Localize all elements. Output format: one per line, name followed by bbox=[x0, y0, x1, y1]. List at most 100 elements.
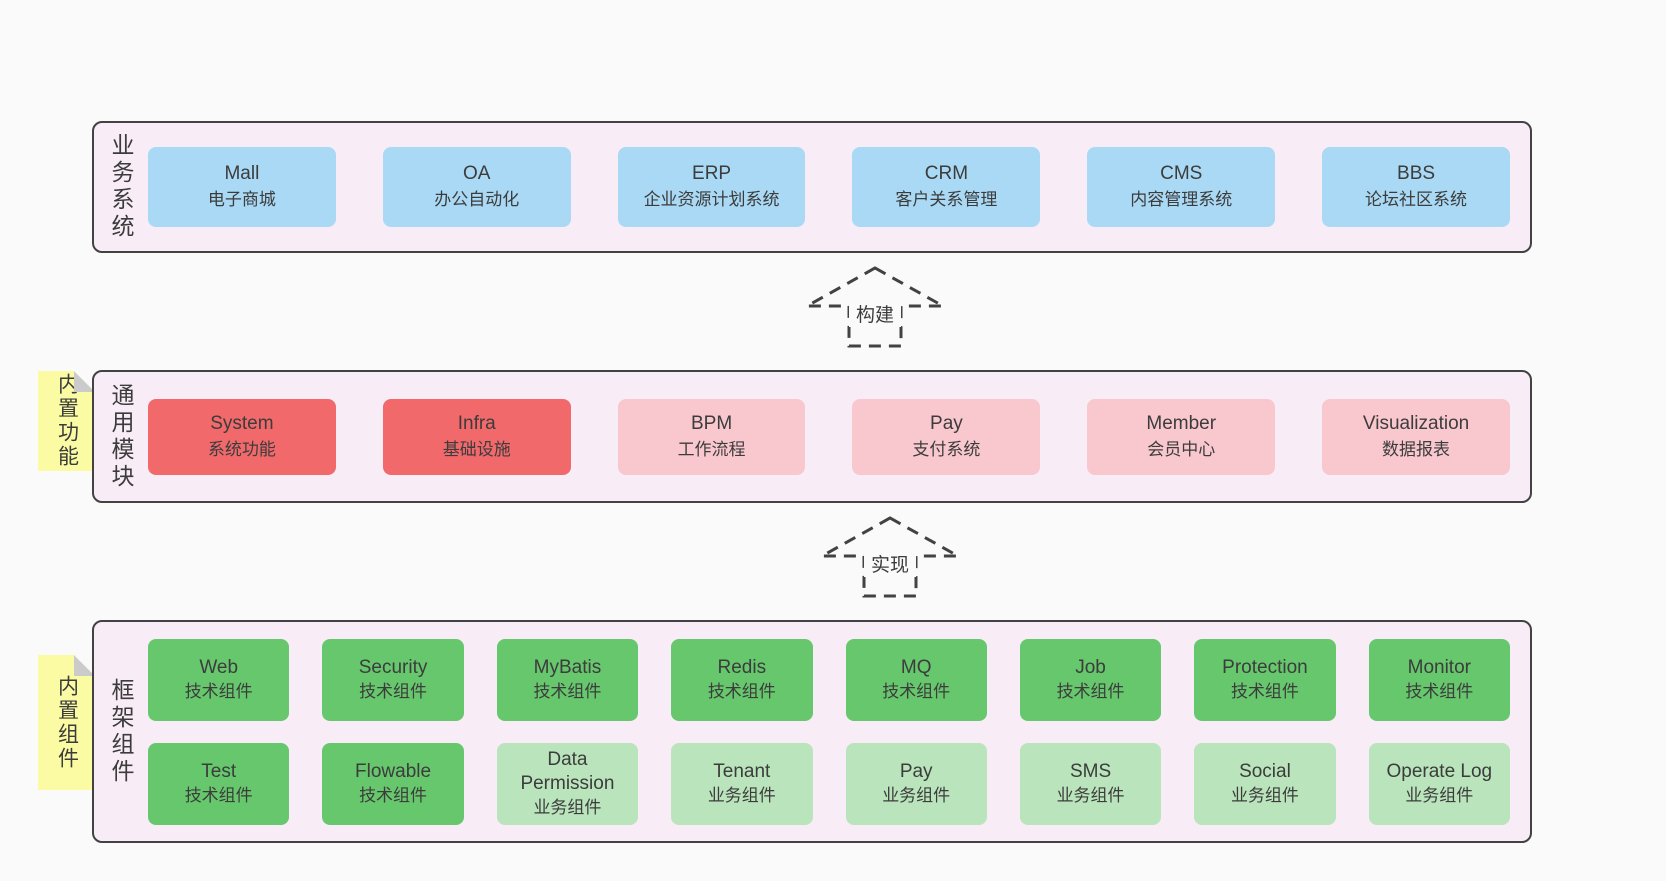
box-erp: ERP 企业资源计划系统 bbox=[617, 147, 806, 227]
box-name: Protection bbox=[1222, 656, 1308, 678]
implement-arrow-label: 实现 bbox=[871, 554, 909, 576]
up-arrow-outline bbox=[803, 266, 947, 348]
box-name: Web bbox=[199, 656, 239, 678]
box-name: Flowable bbox=[355, 760, 432, 782]
box-desc: 技术组件 bbox=[882, 681, 951, 701]
modules-section-label: 通用模块 bbox=[108, 382, 134, 491]
box-mq: MQ 技术组件 bbox=[845, 638, 987, 721]
box-job: Job 技术组件 bbox=[1019, 638, 1162, 721]
box-name: Visualization bbox=[1362, 412, 1470, 434]
box-desc: 业务组件 bbox=[707, 785, 776, 805]
box-name: CRM bbox=[924, 163, 969, 184]
box-desc: 业务组件 bbox=[1405, 785, 1474, 805]
box-name: ERP bbox=[692, 163, 732, 184]
box-desc: 基础设施 bbox=[442, 439, 511, 459]
box-name: Data Permission bbox=[520, 748, 615, 794]
box-desc: 数据报表 bbox=[1382, 439, 1451, 459]
box-name: SMS bbox=[1069, 760, 1112, 782]
box-desc: 内容管理系统 bbox=[1130, 190, 1233, 209]
box-desc: 业务组件 bbox=[533, 797, 602, 817]
box-desc: 技术组件 bbox=[707, 681, 776, 701]
box-pay-business: Pay 业务组件 bbox=[845, 742, 987, 825]
box-desc: 业务组件 bbox=[882, 785, 951, 805]
box-desc: 企业资源计划系统 bbox=[643, 190, 780, 209]
box-redis: Redis 技术组件 bbox=[671, 638, 813, 721]
box-infra: Infra 基础设施 bbox=[382, 398, 571, 475]
box-name: Mall bbox=[224, 163, 260, 184]
box-name: OA bbox=[463, 163, 491, 184]
box-name: Job bbox=[1075, 656, 1106, 678]
box-name: BBS bbox=[1397, 163, 1436, 184]
box-oa: OA 办公自动化 bbox=[382, 147, 571, 227]
box-pay: Pay 支付系统 bbox=[852, 398, 1041, 475]
box-name: MQ bbox=[900, 656, 932, 678]
box-mybatis: MyBatis 技术组件 bbox=[496, 638, 639, 721]
components-row-1: Web 技术组件 Security 技术组件 MyBatis 技术组件 Redi… bbox=[148, 638, 1510, 721]
sticky-note-built-in-features: 内置功能 bbox=[38, 371, 95, 471]
up-arrow-outline bbox=[818, 516, 962, 598]
box-social: Social 业务组件 bbox=[1194, 742, 1336, 825]
box-desc: 客户关系管理 bbox=[895, 190, 998, 209]
box-desc: 技术组件 bbox=[533, 681, 602, 701]
box-desc: 技术组件 bbox=[1056, 681, 1125, 701]
components-section-label: 框架组件 bbox=[108, 677, 134, 786]
box-desc: 会员中心 bbox=[1147, 439, 1216, 459]
box-name: BPM bbox=[690, 412, 733, 434]
box-cms: CMS 内容管理系统 bbox=[1087, 147, 1276, 227]
box-tenant: Tenant 业务组件 bbox=[671, 742, 813, 825]
box-name: Operate Log bbox=[1386, 760, 1493, 782]
framework-components-section: 框架组件 Web 技术组件 Security 技术组件 MyBatis 技术组件… bbox=[92, 620, 1532, 843]
sticky-note-built-in-components: 内置组件 bbox=[38, 655, 95, 790]
box-desc: 支付系统 bbox=[912, 439, 981, 459]
box-desc: 技术组件 bbox=[1230, 681, 1299, 701]
box-desc: 技术组件 bbox=[184, 681, 253, 701]
box-bpm: BPM 工作流程 bbox=[617, 398, 806, 475]
box-desc: 技术组件 bbox=[359, 785, 428, 805]
box-name: Security bbox=[358, 656, 428, 678]
box-member: Member 会员中心 bbox=[1087, 398, 1276, 475]
box-crm: CRM 客户关系管理 bbox=[852, 147, 1041, 227]
box-name: Tenant bbox=[713, 760, 771, 782]
build-arrow: 构建 bbox=[803, 264, 947, 350]
implement-arrow: 实现 bbox=[818, 514, 962, 600]
box-system: System 系统功能 bbox=[148, 398, 336, 475]
box-desc: 系统功能 bbox=[207, 439, 276, 459]
sticky-label: 内置组件 bbox=[55, 674, 79, 771]
box-desc: 技术组件 bbox=[1405, 681, 1474, 701]
box-desc: 电子商城 bbox=[207, 190, 276, 209]
box-name: Redis bbox=[717, 656, 767, 678]
box-name: Pay bbox=[930, 412, 963, 434]
common-modules-section: 通用模块 System 系统功能 Infra 基础设施 BPM 工作流程 Pay… bbox=[92, 370, 1532, 503]
box-name: Social bbox=[1239, 760, 1291, 782]
box-protection: Protection 技术组件 bbox=[1194, 638, 1336, 721]
box-security: Security 技术组件 bbox=[322, 638, 464, 721]
business-boxes-row: Mall 电子商城 OA 办公自动化 ERP 企业资源计划系统 CRM 客户关系… bbox=[148, 123, 1530, 251]
box-visualization: Visualization 数据报表 bbox=[1322, 398, 1510, 475]
box-web: Web 技术组件 bbox=[148, 638, 290, 721]
box-name: Member bbox=[1146, 412, 1217, 434]
box-name: Monitor bbox=[1407, 656, 1471, 678]
components-row-2: Test 技术组件 Flowable 技术组件 Data Permission … bbox=[148, 742, 1510, 825]
box-desc: 技术组件 bbox=[184, 785, 253, 805]
box-data-permission: Data Permission 业务组件 bbox=[496, 742, 639, 825]
box-desc: 工作流程 bbox=[677, 439, 746, 459]
box-desc: 论坛社区系统 bbox=[1365, 190, 1468, 209]
box-desc: 技术组件 bbox=[359, 681, 428, 701]
box-monitor: Monitor 技术组件 bbox=[1368, 638, 1510, 721]
box-test: Test 技术组件 bbox=[148, 742, 290, 825]
box-desc: 业务组件 bbox=[1056, 785, 1125, 805]
box-name: System bbox=[210, 412, 274, 434]
business-section-label: 业务系统 bbox=[108, 133, 134, 241]
modules-boxes-row: System 系统功能 Infra 基础设施 BPM 工作流程 Pay 支付系统… bbox=[148, 372, 1530, 501]
box-flowable: Flowable 技术组件 bbox=[322, 742, 464, 825]
components-rows: Web 技术组件 Security 技术组件 MyBatis 技术组件 Redi… bbox=[148, 622, 1530, 841]
sticky-label: 内置功能 bbox=[55, 373, 79, 469]
box-name: Pay bbox=[899, 760, 933, 782]
box-name: Test bbox=[201, 760, 237, 782]
box-sms: SMS 业务组件 bbox=[1019, 742, 1162, 825]
box-desc: 办公自动化 bbox=[434, 190, 520, 209]
box-name: CMS bbox=[1160, 163, 1203, 184]
box-name: MyBatis bbox=[533, 656, 602, 678]
box-operate-log: Operate Log 业务组件 bbox=[1368, 742, 1510, 825]
